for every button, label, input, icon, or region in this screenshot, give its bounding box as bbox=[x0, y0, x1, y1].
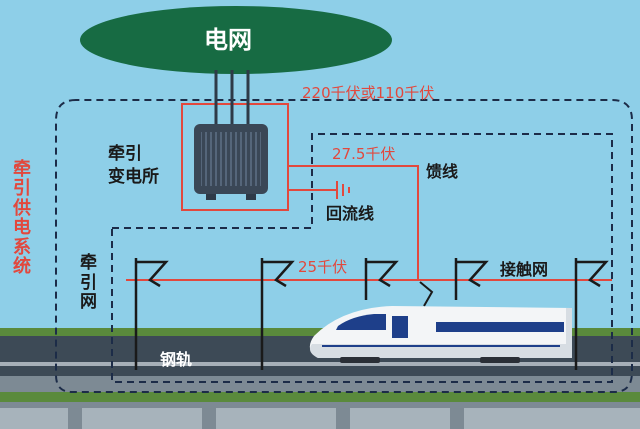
road-blocks bbox=[0, 408, 640, 429]
return-line-label: 回流线 bbox=[326, 204, 375, 223]
ground-symbol bbox=[336, 181, 350, 199]
catenary-label: 接触网 bbox=[500, 260, 549, 279]
system-label: 牵 引 供 电 系 统 bbox=[13, 159, 31, 278]
hv-wires bbox=[214, 70, 250, 128]
catenary-voltage-label: 25千伏 bbox=[298, 258, 348, 276]
pole bbox=[574, 258, 609, 370]
feeder-line bbox=[288, 165, 419, 280]
system-dashed-box bbox=[55, 99, 633, 393]
feeder-line-label: 馈线 bbox=[426, 162, 459, 181]
pantograph bbox=[419, 281, 434, 307]
substation-label: 牵引 变电所 bbox=[108, 144, 159, 187]
lower-grass bbox=[0, 392, 640, 402]
power-lines bbox=[126, 165, 612, 281]
pole bbox=[134, 258, 169, 370]
transformer bbox=[194, 124, 268, 200]
substation-box bbox=[181, 103, 289, 211]
grid-label: 电网 bbox=[204, 26, 252, 54]
high-voltage-label: 220千伏或110千伏 bbox=[302, 84, 435, 102]
rail-line bbox=[0, 362, 640, 366]
pole bbox=[454, 258, 489, 300]
pole bbox=[364, 258, 399, 300]
traction-network-label: 牵 引 网 bbox=[80, 253, 97, 313]
pole bbox=[260, 258, 295, 370]
catenary-poles bbox=[134, 258, 609, 370]
network-dashed-box bbox=[111, 133, 613, 383]
grid-ellipse bbox=[80, 6, 392, 74]
train bbox=[309, 306, 572, 363]
feeder-voltage-label: 27.5千伏 bbox=[332, 145, 396, 163]
rail-label: 钢轨 bbox=[160, 350, 193, 369]
